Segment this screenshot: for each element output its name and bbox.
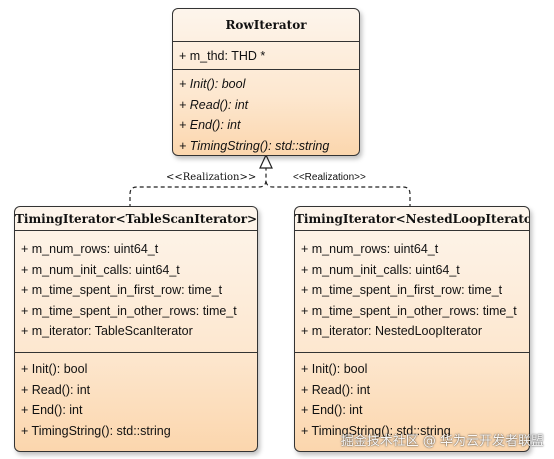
methods-section-row-iterator: + Init(): bool + Read(): int + End(): in… xyxy=(173,70,359,155)
attribute-line: + m_time_spent_in_other_rows: time_t xyxy=(301,303,517,318)
attribute-line: + m_time_spent_in_other_rows: time_t xyxy=(21,303,237,318)
methods-section-nested-loop: + Init(): bool + Read(): int + End(): in… xyxy=(295,353,529,441)
method-line: + TimingString(): std::string xyxy=(179,138,330,153)
attribute-line: + m_num_rows: uint64_t xyxy=(21,242,159,256)
attribute-line: + m_iterator: NestedLoopIterator xyxy=(301,324,482,338)
method-line: + Init(): bool xyxy=(301,362,368,376)
method-line: + Read(): int xyxy=(301,382,371,397)
attribute-line: + m_num_init_calls: uint64_t xyxy=(21,262,180,277)
class-box-timing-iterator-table-scan[interactable]: TimingIterator<TableScanIterator> + m_nu… xyxy=(14,206,258,452)
watermark: 掘金技术社区 @ 华为云开发者联盟 xyxy=(340,434,544,449)
realization-label-right: <<Realization>> xyxy=(293,172,366,183)
attribute-line: + m_num_rows: uint64_t xyxy=(301,242,439,256)
realization-line-right xyxy=(265,179,411,208)
method-line: + End(): int xyxy=(301,403,363,417)
methods-section-table-scan: + Init(): bool + Read(): int + End(): in… xyxy=(15,353,257,441)
attributes-section-nested-loop: + m_num_rows: uint64_t + m_num_init_call… xyxy=(295,231,529,353)
method-line: + TimingString(): std::string xyxy=(301,423,451,438)
attribute-line: + m_num_init_calls: uint64_t xyxy=(301,262,460,277)
realization-arrowhead xyxy=(259,153,273,169)
class-name-timing-iterator-table-scan: TimingIterator<TableScanIterator> xyxy=(15,207,257,231)
method-line: + TimingString(): std::string xyxy=(21,423,171,438)
class-name-row-iterator: RowIterator xyxy=(173,9,359,42)
attribute-line: + m_time_spent_in_first_row: time_t xyxy=(21,283,223,297)
method-line: + End(): int xyxy=(179,118,241,132)
method-line: + Init(): bool xyxy=(179,77,246,91)
class-name-timing-iterator-nested-loop: TimingIterator<NestedLoopIterator> xyxy=(295,207,529,231)
class-box-row-iterator[interactable]: RowIterator + m_thd: THD * + Init(): boo… xyxy=(172,8,360,156)
class-box-timing-iterator-nested-loop[interactable]: TimingIterator<NestedLoopIterator> + m_n… xyxy=(294,206,530,452)
attribute-line: + m_thd: THD * xyxy=(179,49,266,63)
realization-label-left: <<Realization>> xyxy=(166,172,257,183)
method-line: + Read(): int xyxy=(21,382,91,397)
attribute-line: + m_time_spent_in_first_row: time_t xyxy=(301,283,503,297)
method-line: + Init(): bool xyxy=(21,362,88,376)
method-line: + End(): int xyxy=(21,403,83,417)
attribute-line: + m_iterator: TableScanIterator xyxy=(21,324,193,338)
method-line: + Read(): int xyxy=(179,97,249,112)
attributes-section-table-scan: + m_num_rows: uint64_t + m_num_init_call… xyxy=(15,231,257,353)
attributes-section-row-iterator: + m_thd: THD * xyxy=(173,42,359,70)
